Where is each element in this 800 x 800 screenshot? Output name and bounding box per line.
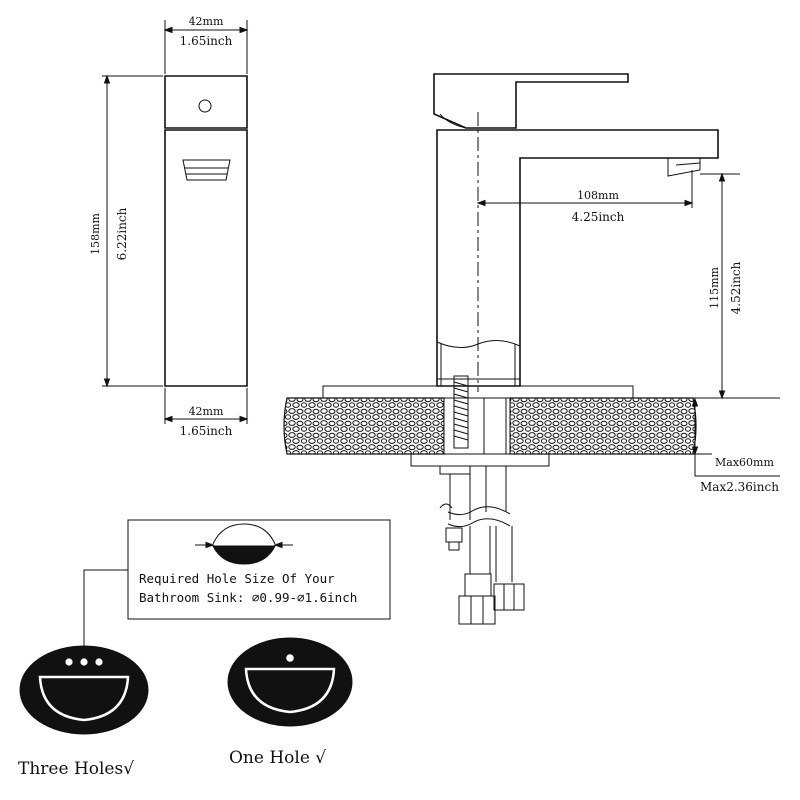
hole-size-note: Required Hole Size Of Your Bathroom Sink… (83, 519, 391, 648)
side-aerator (182, 159, 231, 181)
deck-max-mm: Max60mm (715, 456, 774, 469)
note-line-1: Required Hole Size Of Your (139, 571, 335, 586)
tap-hole-single (286, 654, 294, 662)
three-hole-sink-icon (19, 645, 149, 735)
side-handle-block (164, 75, 248, 129)
reach-mm: 108mm (577, 189, 619, 202)
side-height-in: 6.22inch (115, 207, 129, 260)
tap-hole-center (80, 658, 88, 666)
side-body (164, 129, 248, 387)
spout-height-in: 4.52inch (729, 261, 743, 314)
side-height-mm: 158mm (89, 213, 102, 255)
tap-hole-right (95, 658, 103, 666)
sink-three-holes: Three Holes√ (18, 645, 149, 779)
one-hole-sink-icon (227, 637, 353, 727)
deck-max-in: Max2.36inch (700, 480, 779, 494)
side-bottom-width-in: 1.65inch (180, 424, 233, 438)
side-bottom-width-mm: 42mm (189, 405, 224, 418)
side-handle-screw (198, 99, 212, 113)
side-view: 42mm 1.65inch 158mm 6.22inch 42mm 1.65in… (89, 15, 249, 438)
side-top-width-in: 1.65inch (180, 34, 233, 48)
sink-one-hole: One Hole √ (227, 637, 353, 768)
spout-height-mm: 115mm (708, 267, 721, 309)
faucet-body (436, 129, 719, 387)
hose-nut-left (458, 595, 496, 625)
hole-section-icon (212, 523, 276, 545)
side-top-width-mm: 42mm (189, 15, 224, 28)
tap-hole-left (65, 658, 73, 666)
reach-in: 4.25inch (572, 210, 625, 224)
faucet-handle (433, 73, 629, 129)
note-line-2: Bathroom Sink: ⌀0.99-⌀1.6inch (139, 590, 357, 605)
one-hole-label: One Hole √ (229, 748, 326, 768)
lock-nut (410, 453, 550, 467)
front-view: 108mm 4.25inch 115mm 4.52inch Max60mm Ma… (283, 73, 780, 625)
note-leader (83, 569, 128, 648)
three-holes-label: Three Holes√ (18, 759, 134, 779)
hose-nut-right (493, 583, 525, 611)
spout-aerator (667, 157, 701, 177)
countertop (283, 397, 445, 455)
